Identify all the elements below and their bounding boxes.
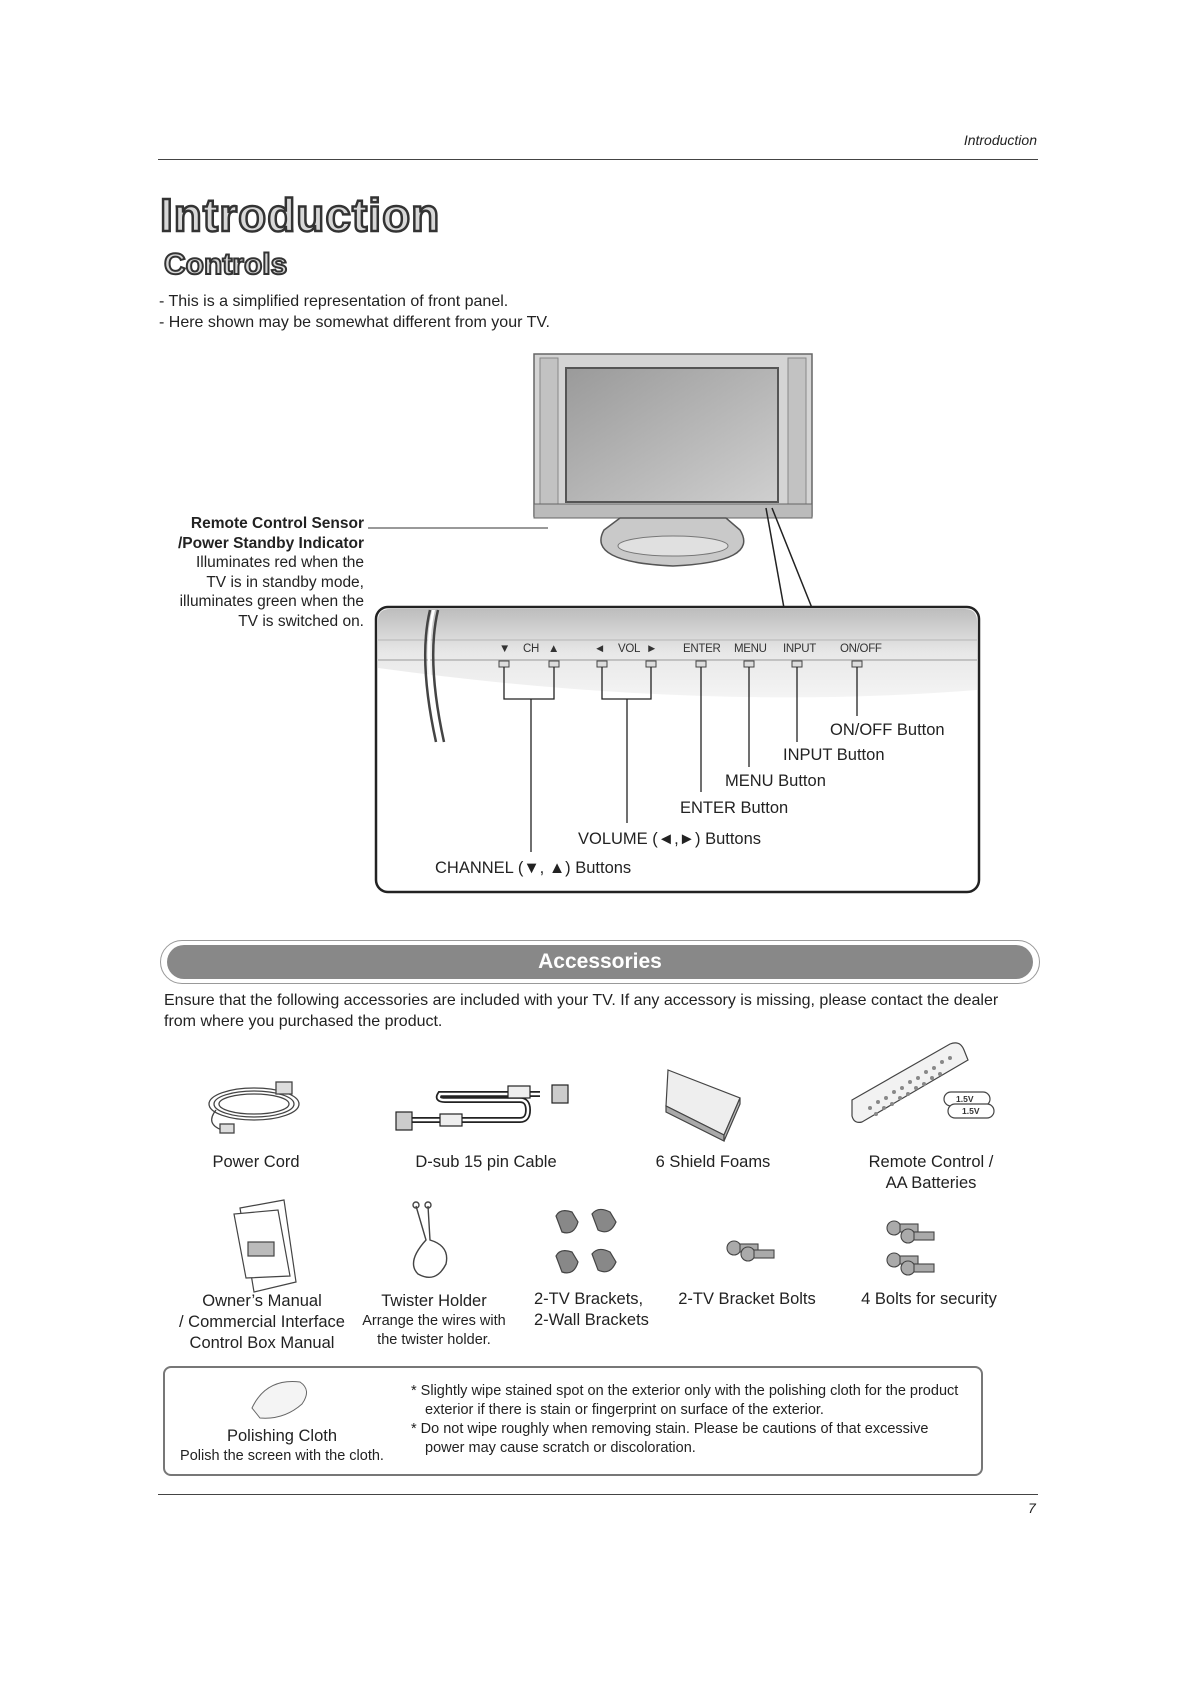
sensor-label: Remote Control Sensor [190,515,364,532]
sensor-desc: illuminates green when the [179,593,364,610]
svg-text:►: ► [646,643,657,655]
manual-label-line: Owner’s Manual [202,1292,322,1310]
polishing-cloth-icon [251,1381,307,1419]
dsub-cable-icon [395,1084,569,1131]
header-rule [158,159,1038,160]
onoff-callout: ON/OFF Button [830,721,945,739]
brackets-label: 2-TV Brackets, 2-Wall Brackets [534,1289,664,1331]
accessories-title: Accessories [538,950,662,973]
dsub-label: D-sub 15 pin Cable [415,1153,557,1171]
sensor-label: /Power Standby Indicator [177,534,364,552]
remote-label-line: AA Batteries [885,1174,977,1192]
polishing-note: * Slightly wipe stained spot on the exte… [411,1383,959,1418]
manual-icon [233,1199,297,1293]
foams-label: 6 Shield Foams [655,1153,771,1171]
battery-label: 1.5V [962,1106,980,1116]
svg-text:▲: ▲ [548,643,559,655]
footer-rule [158,1494,1038,1495]
twister-desc: Arrange the wires with [362,1313,506,1329]
manual-label: Owner’s Manual / Commercial Interface Co… [166,1291,358,1354]
twister-desc: the twister holder. [377,1332,491,1348]
remote-control-icon [851,1042,969,1123]
vol-label: VOL [618,643,641,655]
power-cord-icon [208,1081,300,1134]
bracket-bolts-label: 2-TV Bracket Bolts [678,1290,816,1308]
polishing-notes: * Slightly wipe stained spot on the exte… [411,1382,971,1458]
remote-label: Remote Control / AA Batteries [846,1152,1016,1194]
ch-label: CH [523,643,539,655]
section-title: Controls [163,247,288,282]
sensor-desc: TV is in standby mode, [206,573,364,591]
brackets-label-line: 2-TV Brackets, [534,1290,644,1308]
channel-callout: CHANNEL (▼, ▲) Buttons [435,859,632,877]
security-bolts-label: 4 Bolts for security [861,1290,997,1308]
manual-label-line: Control Box Manual [189,1334,335,1352]
power-cord-label: Power Cord [212,1153,300,1171]
running-header: Introduction [963,132,1037,148]
polishing-name: Polishing Cloth [226,1427,338,1445]
page-number: 7 [1028,1500,1036,1516]
tv-illustration [533,353,813,567]
twister-label-line: Twister Holder [381,1292,487,1310]
sensor-desc: Illuminates red when the [195,554,364,571]
accessories-description: Ensure that the following accessories ar… [164,992,999,1030]
bolt-icon [726,1240,775,1262]
note-line: - This is a simplified representation of… [159,293,509,310]
enter-label: ENTER [683,643,720,655]
sensor-desc: TV is switched on. [238,612,364,630]
manual-label-line: / Commercial Interface [179,1313,345,1331]
polishing-note: * Do not wipe roughly when removing stai… [411,1421,929,1456]
polishing-cloth-box [163,1366,983,1476]
shield-foam-icon [665,1069,741,1142]
bracket-icon [555,1208,617,1274]
twister-holder-icon [412,1201,448,1278]
battery-icon [943,1091,995,1119]
menu-callout: MENU Button [725,772,826,790]
security-bolt-icon [886,1220,935,1276]
twister-label: Twister Holder Arrange the wires with th… [356,1291,512,1350]
polishing-label: Polishing Cloth Polish the screen with t… [172,1426,392,1466]
note-line: - Here shown may be somewhat different f… [159,314,550,331]
polishing-desc: Polish the screen with the cloth. [180,1448,384,1464]
menu-label: MENU [734,643,767,655]
sensor-description: Remote Control Sensor /Power Standby Ind… [150,514,364,631]
brackets-label-line: 2-Wall Brackets [534,1311,649,1329]
enter-callout: ENTER Button [680,799,789,817]
volume-callout: VOLUME (◄,►) Buttons [578,830,762,848]
page-title: Introduction [159,188,441,243]
input-label: INPUT [783,643,816,655]
battery-label: 1.5V [956,1094,974,1104]
input-callout: INPUT Button [783,746,885,764]
onoff-label: ON/OFF [840,643,882,655]
remote-label-line: Remote Control / [868,1153,994,1171]
accessories-banner: Accessories [160,940,1040,984]
svg-text:▼: ▼ [499,643,510,655]
svg-text:◄: ◄ [594,643,605,655]
